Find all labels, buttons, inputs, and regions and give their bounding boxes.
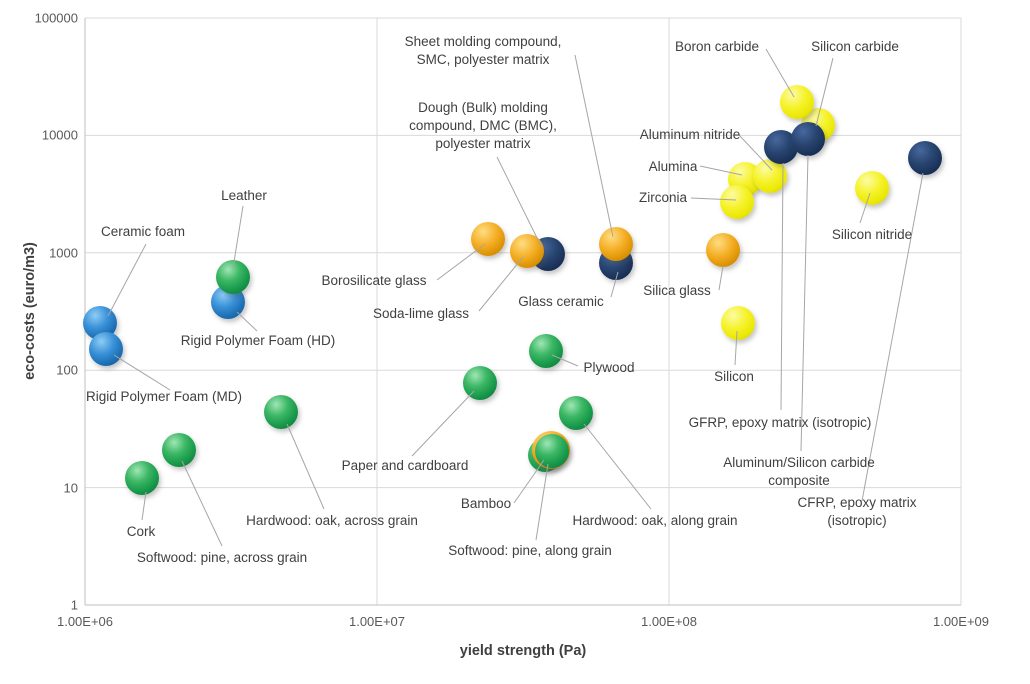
bubble-boron-carbide[interactable] [779, 85, 814, 120]
bubble-cfrp[interactable] [908, 141, 943, 176]
bubble-hardwood-oak-across-grain[interactable] [264, 395, 299, 430]
bubble-al-sic-composite[interactable] [790, 122, 825, 157]
bubble-leather[interactable] [215, 260, 250, 295]
bubble-silicon-nitride[interactable] [854, 171, 889, 206]
bubble-plywood[interactable] [529, 333, 564, 368]
bubble-borosilicate-glass[interactable] [471, 222, 506, 257]
bubble-cork[interactable] [125, 461, 160, 496]
bubble-silica-glass[interactable] [705, 232, 740, 267]
bubble-softwood-pine-across-grain[interactable] [162, 432, 197, 467]
bubble-silicon[interactable] [720, 306, 755, 341]
bubble-paper-and-cardboard[interactable] [462, 365, 497, 400]
bubble-soda-lime-glass[interactable] [509, 234, 544, 269]
bubble-zirconia[interactable] [720, 185, 755, 220]
bubble-smc[interactable] [599, 226, 634, 261]
bubble-bamboo[interactable] [534, 433, 569, 468]
bubble-hardwood-oak-along-grain[interactable] [558, 396, 593, 431]
bubble-aluminum-nitride[interactable] [752, 159, 787, 194]
bubble-rigid-polymer-foam-md[interactable] [88, 331, 123, 366]
